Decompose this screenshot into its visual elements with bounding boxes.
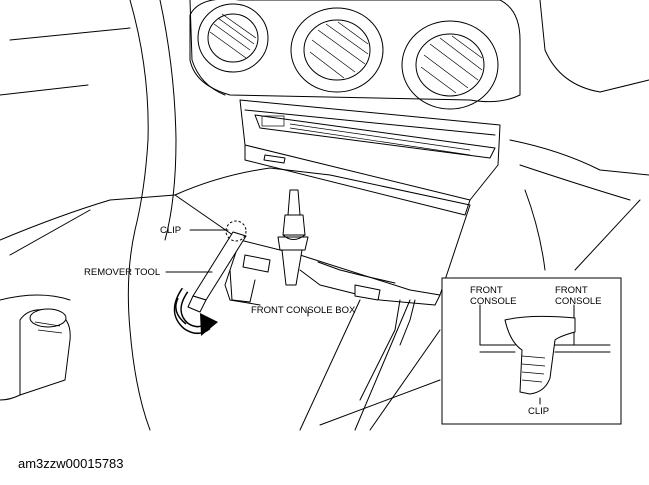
remover-tool — [187, 231, 247, 313]
figure-id-caption: am3zzw00015783 — [18, 456, 124, 471]
clip-highlight — [225, 220, 247, 242]
air-vents — [189, 0, 521, 110]
curved-arrow — [173, 287, 218, 336]
vent-left — [197, 3, 269, 73]
label-clip: CLIP — [160, 225, 181, 236]
front-console-box — [174, 167, 471, 401]
brake-lever — [0, 308, 71, 401]
inset-detail — [441, 277, 622, 425]
label-remover-tool: REMOVER TOOL — [84, 267, 160, 278]
leader-lines — [165, 229, 309, 317]
label-front-console-box: FRONT CONSOLE BOX — [251, 305, 356, 316]
inset-label-front-console-right-2: CONSOLE — [555, 296, 601, 307]
inset-label-clip: CLIP — [528, 406, 549, 417]
shift-lever — [277, 189, 309, 286]
audio-unit — [239, 99, 501, 216]
vent-center — [290, 7, 384, 93]
inset-label-front-console-left-2: CONSOLE — [470, 296, 516, 307]
vent-right — [401, 20, 499, 110]
inset-label-front-console-right-1: FRONT — [555, 285, 588, 296]
inset-label-front-console-left-1: FRONT — [470, 285, 503, 296]
dashboard-contours — [0, 0, 649, 431]
